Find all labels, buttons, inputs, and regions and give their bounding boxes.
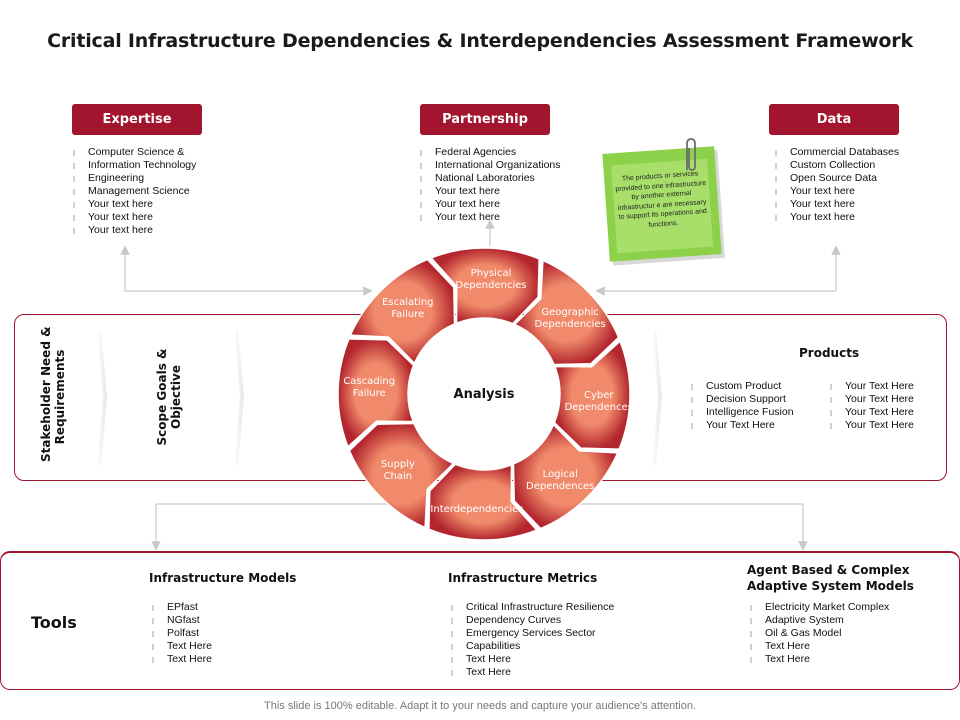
products-title: Products [799, 346, 860, 360]
stakeholder-label-line1: Stakeholder Need & [39, 326, 53, 462]
list-item: Adaptive System [749, 614, 889, 627]
list-item: Open Source Data [774, 172, 899, 185]
list-item: Your Text Here [829, 380, 914, 393]
page-title: Critical Infrastructure Dependencies & I… [47, 30, 913, 52]
list-item: Custom Product [690, 380, 794, 393]
expertise-button[interactable]: Expertise [72, 104, 202, 135]
list-item: Engineering [72, 172, 196, 185]
products-list-col1: Custom Product Decision Support Intellig… [690, 380, 794, 432]
expertise-list: Computer Science & Information Technolog… [72, 146, 196, 237]
list-item: EPfast [151, 601, 212, 614]
stakeholder-label-line2: Requirements [53, 349, 67, 445]
list-item: Management Science [72, 185, 196, 198]
partnership-button[interactable]: Partnership [420, 104, 550, 135]
cycle-segment [512, 423, 619, 530]
cycle-center-label: Analysis [454, 387, 515, 402]
partnership-list: Federal Agencies International Organizat… [419, 146, 561, 224]
cycle-segment [428, 463, 539, 541]
list-item: Text Here [151, 653, 212, 666]
list-item: Your text here [774, 185, 899, 198]
footer-note: This slide is 100% editable. Adapt it to… [264, 700, 696, 712]
data-list: Commercial Databases Custom Collection O… [774, 146, 899, 224]
list-item: Text Here [151, 640, 212, 653]
list-item: Your text here [72, 224, 196, 237]
list-item: Electricity Market Complex [749, 601, 889, 614]
list-item: Your text here [419, 185, 561, 198]
list-item: Commercial Databases [774, 146, 899, 159]
list-item: Custom Collection [774, 159, 899, 172]
list-item: Your Text Here [829, 419, 914, 432]
tool-group-title-line1: Infrastructure Models [149, 571, 297, 585]
list-item: Capabilities [450, 640, 614, 653]
cycle-segment [553, 339, 631, 450]
list-item: Text Here [749, 653, 889, 666]
tool-group-list: EPfast NGfast Polfast Text Here Text Her… [151, 601, 212, 666]
list-item: Intelligence Fusion [690, 406, 794, 419]
data-button[interactable]: Data [769, 104, 899, 135]
tool-group-title: Infrastructure Metrics [448, 570, 597, 586]
list-item: National Laboratories [419, 172, 561, 185]
list-item: Emergency Services Sector [450, 627, 614, 640]
list-item: Your Text Here [829, 406, 914, 419]
list-item: Your text here [419, 211, 561, 224]
list-item: Dependency Curves [450, 614, 614, 627]
tool-group-title: Infrastructure Models [149, 570, 296, 586]
cycle-segment [349, 258, 456, 365]
list-item: Your Text Here [690, 419, 794, 432]
list-item: Critical Infrastructure Resilience [450, 601, 614, 614]
stakeholder-label: Stakeholder Need & Requirements [39, 326, 67, 462]
list-item: Your text here [774, 211, 899, 224]
list-item: Polfast [151, 627, 212, 640]
tool-group-title-line1: Infrastructure Metrics [448, 571, 598, 585]
list-item: Your text here [72, 198, 196, 211]
list-item: International Organizations [419, 159, 561, 172]
cycle-segment-label: Interdependencies [430, 504, 523, 515]
tool-group-list: Electricity Market Complex Adaptive Syst… [749, 601, 889, 666]
scope-label-line1: Scope Goals & [155, 348, 169, 446]
cycle-segment [513, 259, 620, 366]
cycle-segment [429, 247, 540, 325]
list-item: Text Here [749, 640, 889, 653]
cycle-center-circle [411, 321, 557, 467]
tools-label: Tools [31, 613, 77, 632]
tool-group-list: Critical Infrastructure Resilience Depen… [450, 601, 614, 679]
products-list-col2: Your Text Here Your Text Here Your Text … [829, 380, 914, 432]
tool-group-title: Agent Based & Complex Adaptive System Mo… [747, 562, 914, 594]
list-item: Federal Agencies [419, 146, 561, 159]
list-item: Oil & Gas Model [749, 627, 889, 640]
paperclip-icon [686, 138, 696, 171]
cycle-segment [348, 422, 455, 529]
list-item: Your text here [419, 198, 561, 211]
list-item: Computer Science & [72, 146, 196, 159]
list-item: Text Here [450, 666, 614, 679]
cycle-segment [337, 338, 415, 449]
list-item: NGfast [151, 614, 212, 627]
list-item: Your text here [774, 198, 899, 211]
list-item: Information Technology [72, 159, 196, 172]
scope-label: Scope Goals & Objective [155, 332, 183, 462]
list-item: Your text here [72, 211, 196, 224]
list-item: Text Here [450, 653, 614, 666]
scope-label-line2: Objective [169, 365, 183, 429]
list-item: Decision Support [690, 393, 794, 406]
tool-group-title-line2: Adaptive System Models [747, 579, 914, 593]
list-item: Your Text Here [829, 393, 914, 406]
tool-group-title-line1: Agent Based & Complex [747, 563, 910, 577]
